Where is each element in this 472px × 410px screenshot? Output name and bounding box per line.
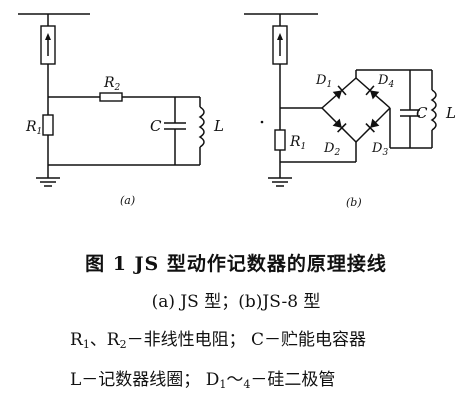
coil-l-a: [198, 106, 205, 148]
legend-tilde: ～: [226, 370, 244, 390]
coil-l-b: [430, 89, 437, 131]
circuit-diagram: R1 R2 C L (a): [18, 13, 456, 209]
resistor-r1-a: [42, 114, 54, 136]
legend-d-sub-4: 4: [243, 378, 251, 391]
label-r1-b: R1: [289, 134, 306, 152]
label-d1: D1: [315, 73, 332, 90]
arrester-arrowhead: [277, 33, 283, 40]
legend-line-1-text: －非线性电阻； C－贮能电容器: [126, 330, 367, 350]
label-d4: D4: [377, 73, 394, 90]
label-r2: R2: [103, 75, 121, 93]
diode-d2: [332, 118, 347, 133]
label-r1-a: R1: [25, 119, 42, 137]
caption-b: (b): [346, 196, 362, 209]
dot-mark: [260, 120, 264, 124]
arrester-arrowhead: [45, 33, 51, 40]
legend-d-sub-1: 1: [219, 378, 227, 391]
label-l-b: L: [445, 104, 456, 122]
label-c-a: C: [150, 117, 162, 135]
resistor-r2: [99, 92, 123, 102]
legend-r1: R: [70, 330, 83, 350]
circuit-b: R1 D1 D4 D2 D3 C L (b): [244, 13, 456, 209]
label-d2: D2: [323, 141, 340, 158]
label-d3: D3: [371, 141, 388, 158]
label-c-b: C: [416, 104, 428, 122]
legend-r2: 、R: [89, 330, 120, 350]
diode-d4: [365, 85, 380, 100]
legend-r1-sub: 1: [82, 338, 90, 351]
diode-d3: [365, 118, 380, 133]
label-l-a: L: [213, 117, 224, 135]
resistor-r1-b: [274, 129, 286, 151]
figure-subtitle: (a) JS 型；(b)JS-8 型: [151, 292, 321, 312]
legend-line-1: R1、R2－非线性电阻； C－贮能电容器: [70, 325, 366, 351]
circuit-a: R1 R2 C L (a): [18, 13, 224, 207]
legend-coil: L－记数器线圈； D: [70, 370, 220, 390]
figure-title: 图 1 JS 型动作记数器的原理接线: [85, 253, 387, 275]
caption-a: (a): [120, 194, 135, 207]
legend-diode: －硅二极管: [250, 370, 336, 390]
diode-d1: [332, 85, 347, 100]
legend-line-2: L－记数器线圈； D1～4－硅二极管: [70, 365, 335, 391]
legend-r2-sub: 2: [119, 338, 127, 351]
